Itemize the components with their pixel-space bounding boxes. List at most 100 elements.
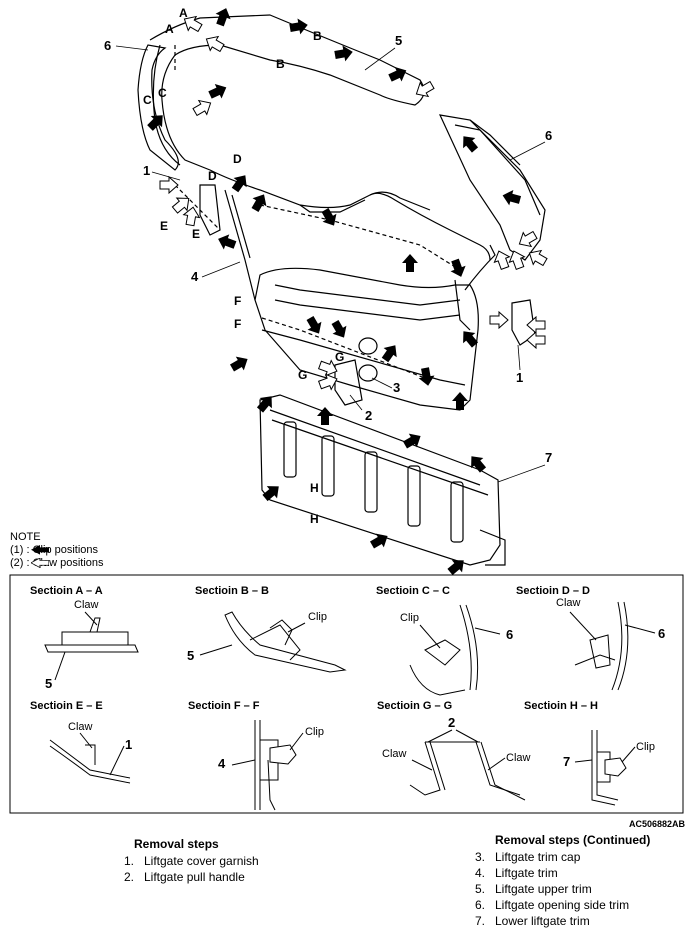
marker-C-2: C: [143, 93, 152, 107]
removal-step: 5. Liftgate upper trim: [455, 881, 650, 897]
section-d-d-title: Sectioin D – D: [516, 585, 590, 597]
section-g-g-claw-label-2: Claw: [506, 752, 531, 764]
marker-E-1: E: [160, 219, 168, 233]
section-a-a-title: Sectioin A – A: [30, 585, 103, 597]
section-h-h-clip-label: Clip: [636, 741, 655, 753]
section-e-e: Sectioin E – E Claw 1: [30, 700, 132, 784]
label-7: 7: [545, 450, 552, 465]
marker-D-2: D: [208, 169, 217, 183]
exploded-parts: [137, 14, 546, 566]
pull-handle: [334, 359, 363, 406]
side-trim-left: [137, 44, 179, 171]
step-text: Lower liftgate trim: [495, 914, 590, 928]
section-f-f-title: Sectioin F – F: [188, 700, 260, 712]
label-6-left: 6: [104, 38, 111, 53]
step-number: 5.: [474, 882, 485, 896]
section-g-g-part-2: 2: [448, 715, 455, 730]
clip-arrow-icon: [31, 545, 49, 555]
section-g-g-title: Sectioin G – G: [377, 700, 452, 712]
removal-step: 3. Liftgate trim cap: [455, 849, 650, 865]
removal-step: 6. Liftgate opening side trim: [455, 897, 650, 913]
section-d-d-claw-label: Claw: [556, 597, 581, 609]
upper-trim-outline: [149, 14, 491, 261]
marker-F-1: F: [234, 294, 241, 308]
removal-step: 1. Liftgate cover garnish: [104, 853, 259, 869]
section-a-a-part-5: 5: [45, 676, 52, 691]
section-e-e-part-1: 1: [125, 737, 132, 752]
section-h-h-part-7: 7: [563, 754, 570, 769]
section-c-c: Sectioin C – C Clip 6: [376, 585, 513, 696]
section-f-f: Sectioin F – F Clip 4: [188, 700, 324, 811]
removal-steps-continued: Removal steps (Continued) 3. Liftgate tr…: [455, 832, 650, 929]
note-title: NOTE: [10, 531, 41, 543]
reference-code: AC506882AB: [628, 819, 685, 829]
section-b-b-clip-label: Clip: [308, 611, 327, 623]
marker-G-1: G: [335, 350, 344, 364]
marker-D-1: D: [233, 152, 242, 166]
section-c-c-clip-label: Clip: [400, 612, 419, 624]
label-1-left: 1: [143, 163, 150, 178]
marker-G-2: G: [298, 368, 307, 382]
note-clip-row: (1) : Clip positions: [10, 544, 104, 557]
note-claw-row: (2) : Claw positions: [10, 557, 104, 570]
section-c-c-title: Sectioin C – C: [376, 585, 450, 597]
removal-step: 2. Liftgate pull handle: [104, 869, 259, 885]
marker-B-2: B: [276, 57, 285, 71]
step-number: 1.: [123, 854, 134, 868]
section-d-d: Sectioin D – D Claw 6: [516, 585, 665, 691]
part-labels: 6 5 6 1 4 1 3 2 7: [104, 33, 552, 483]
section-b-b: Sectioin B – B Clip 5: [187, 585, 347, 673]
clip-arrow-markers: [144, 5, 523, 579]
section-f-f-part-4: 4: [218, 756, 226, 771]
note-legend: NOTE (1) : Clip positions (2) : Claw pos…: [10, 531, 104, 570]
step-number: 4.: [474, 866, 485, 880]
section-c-c-part-6: 6: [506, 627, 513, 642]
removal-step: 4. Liftgate trim: [455, 865, 650, 881]
marker-C-1: C: [158, 86, 167, 100]
section-a-a-claw-label: Claw: [74, 599, 99, 611]
section-h-h-title: Sectioin H – H: [524, 700, 598, 712]
section-b-b-title: Sectioin B – B: [195, 585, 269, 597]
section-e-e-title: Sectioin E – E: [30, 700, 103, 712]
liftgate-trim-outline: [254, 267, 479, 411]
side-trim-right: [438, 114, 546, 261]
marker-H-2: H: [310, 512, 319, 526]
marker-F-2: F: [234, 317, 241, 331]
section-g-g-claw-label-1: Claw: [382, 748, 407, 760]
section-markers: A A B B C C D D E E F F G G H H: [143, 6, 344, 526]
step-text: Liftgate trim: [495, 866, 558, 880]
marker-H-1: H: [310, 481, 319, 495]
step-number: 7.: [474, 914, 485, 928]
marker-E-2: E: [192, 227, 200, 241]
removal-steps: Removal steps 1. Liftgate cover garnish …: [104, 836, 259, 885]
removal-step: 7. Lower liftgate trim: [455, 913, 650, 929]
marker-A-1: A: [179, 6, 188, 20]
step-number: 6.: [474, 898, 485, 912]
step-number: 3.: [474, 850, 485, 864]
trim-cap: [358, 337, 378, 355]
marker-A-2: A: [165, 22, 174, 36]
step-text: Liftgate upper trim: [495, 882, 592, 896]
step-number: 2.: [123, 870, 134, 884]
section-a-a: Sectioin A – A Claw 5: [30, 585, 139, 691]
section-g-g: Sectioin G – G 2 Claw Claw: [377, 700, 531, 801]
label-3: 3: [393, 380, 400, 395]
note-claw-text: (2) : Claw positions: [10, 557, 104, 569]
marker-B-1: B: [313, 29, 322, 43]
step-text: Liftgate opening side trim: [495, 898, 630, 912]
section-views-frame: [9, 574, 684, 814]
label-6-right: 6: [545, 128, 552, 143]
note-clip-text: (1) : Clip positions: [10, 544, 99, 556]
label-2: 2: [365, 408, 372, 423]
step-text: Liftgate pull handle: [144, 870, 245, 884]
label-5: 5: [395, 33, 402, 48]
label-1-right: 1: [516, 370, 523, 385]
section-d-d-part-6: 6: [658, 626, 665, 641]
section-b-b-part-5: 5: [187, 648, 194, 663]
step-text: Liftgate cover garnish: [144, 854, 259, 868]
removal-steps-title: Removal steps: [134, 837, 219, 851]
section-f-f-clip-label: Clip: [305, 726, 324, 738]
claw-arrow-icon: [31, 558, 49, 568]
section-h-h: Sectioin H – H Clip 7: [524, 700, 655, 806]
